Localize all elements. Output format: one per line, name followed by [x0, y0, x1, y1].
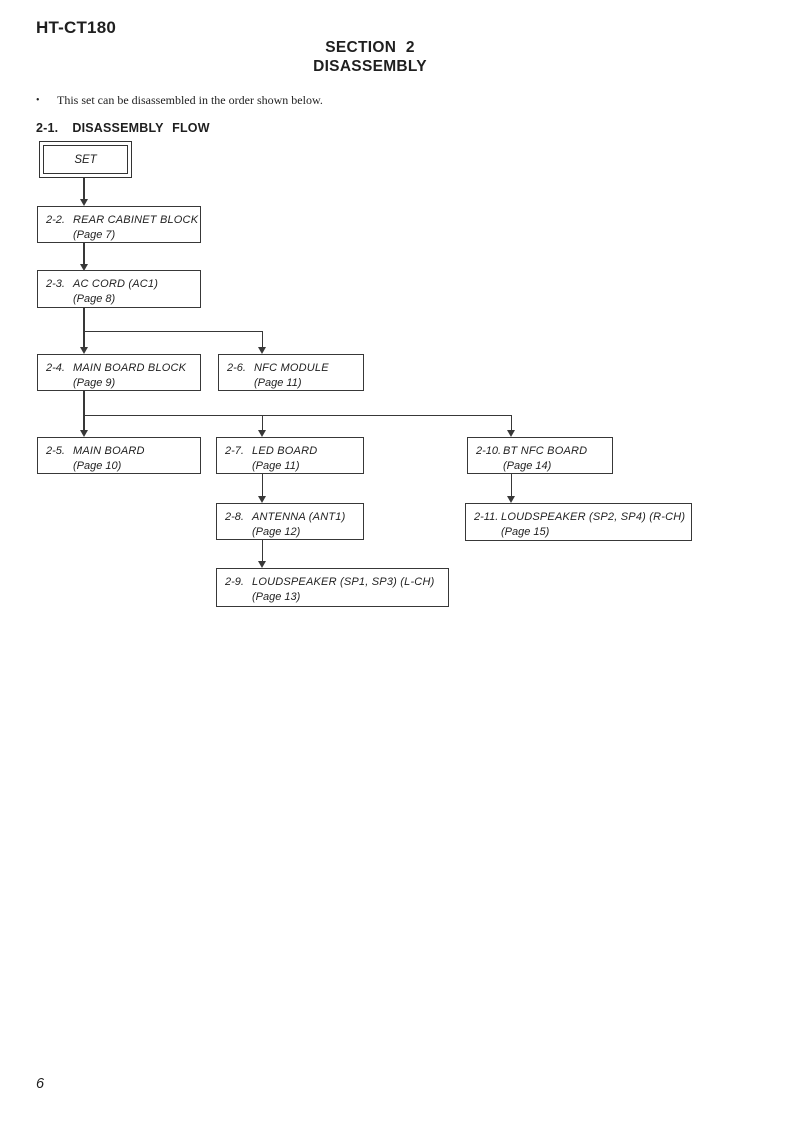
flow-box-title: LED BOARD: [252, 445, 318, 457]
connector-line: [83, 416, 85, 431]
connector-line: [83, 391, 85, 416]
flow-box-main-board-block: 2-4. MAIN BOARD BLOCK (Page 9): [37, 354, 201, 391]
intro-note: • This set can be disassembled in the ord…: [36, 93, 323, 108]
flow-box-page-ref: (Page 10): [73, 460, 122, 472]
connector-line: [83, 243, 85, 264]
flow-box-page-ref: (Page 7): [73, 229, 116, 241]
arrow-down-icon: [79, 430, 88, 437]
flow-box-page-ref: (Page 15): [501, 526, 550, 538]
flow-box-loudspeaker-r-ch: 2-11. LOUDSPEAKER (SP2, SP4) (R-CH) (Pag…: [465, 503, 692, 541]
arrow-down-icon: [79, 347, 88, 354]
page-number: 6: [36, 1076, 45, 1092]
flow-node-set-label: SET: [43, 145, 128, 174]
connector-line: [262, 416, 264, 431]
bullet-icon: •: [36, 95, 40, 106]
flow-heading: 2-1. DISASSEMBLY FLOW: [36, 121, 210, 135]
connector-line: [83, 330, 264, 332]
section-title: SECTION 2 DISASSEMBLY: [36, 38, 704, 76]
arrow-down-icon: [507, 430, 516, 437]
connector-line: [262, 540, 264, 562]
connector-line: [83, 414, 513, 416]
connector-line: [83, 332, 85, 348]
arrow-down-icon: [258, 430, 267, 437]
connector-line: [262, 332, 264, 348]
arrow-down-icon: [258, 496, 267, 503]
flow-box-title: ANTENNA (ANT1): [252, 511, 346, 523]
flow-heading-number: 2-1.: [36, 121, 59, 135]
section-title-line2: DISASSEMBLY: [313, 58, 427, 75]
flow-box-number: 2-9.: [225, 576, 244, 588]
flow-box-rear-cabinet-block: 2-2. REAR CABINET BLOCK (Page 7): [37, 206, 201, 243]
flow-box-number: 2-10.: [476, 445, 502, 457]
flow-box-title: LOUDSPEAKER (SP2, SP4) (R-CH): [501, 511, 686, 523]
flow-box-number: 2-2.: [46, 214, 65, 226]
arrow-down-icon: [258, 561, 267, 568]
model-name: HT-CT180: [36, 18, 117, 37]
connector-line: [262, 474, 264, 497]
flow-box-title: REAR CABINET BLOCK: [73, 214, 199, 226]
flow-box-number: 2-6.: [227, 362, 246, 374]
flow-box-title: AC CORD (AC1): [73, 278, 159, 290]
flow-box-number: 2-8.: [225, 511, 244, 523]
flow-box-led-board: 2-7. LED BOARD (Page 11): [216, 437, 364, 474]
flow-box-nfc-module: 2-6. NFC MODULE (Page 11): [218, 354, 364, 391]
flow-box-page-ref: (Page 14): [503, 460, 552, 472]
flow-box-page-ref: (Page 9): [73, 377, 116, 389]
flow-box-main-board: 2-5. MAIN BOARD (Page 10): [37, 437, 201, 474]
connector-line: [83, 178, 85, 199]
arrow-down-icon: [79, 264, 88, 271]
flow-box-page-ref: (Page 11): [254, 377, 302, 389]
arrow-down-icon: [507, 496, 516, 503]
flow-box-title: MAIN BOARD: [73, 445, 145, 457]
arrow-down-icon: [79, 199, 88, 206]
flow-box-page-ref: (Page 12): [252, 526, 301, 538]
arrow-down-icon: [258, 347, 267, 354]
connector-line: [83, 308, 85, 332]
connector-line: [511, 416, 513, 431]
flow-box-number: 2-7.: [225, 445, 244, 457]
flow-box-page-ref: (Page 13): [252, 591, 301, 603]
flow-box-number: 2-3.: [46, 278, 65, 290]
section-title-line1: SECTION 2: [325, 39, 415, 56]
flow-box-page-ref: (Page 11): [252, 460, 300, 472]
flow-box-ac-cord: 2-3. AC CORD (AC1) (Page 8): [37, 270, 201, 308]
flow-heading-label: DISASSEMBLY FLOW: [72, 121, 210, 135]
flow-box-number: 2-4.: [46, 362, 65, 374]
flow-box-loudspeaker-l-ch: 2-9. LOUDSPEAKER (SP1, SP3) (L-CH) (Page…: [216, 568, 449, 607]
flow-box-number: 2-5.: [46, 445, 65, 457]
flow-node-set: SET: [39, 141, 132, 178]
flow-box-number: 2-11.: [474, 511, 499, 523]
flow-box-title: NFC MODULE: [254, 362, 329, 374]
flow-box-title: LOUDSPEAKER (SP1, SP3) (L-CH): [252, 576, 435, 588]
flow-box-title: MAIN BOARD BLOCK: [73, 362, 187, 374]
flow-box-page-ref: (Page 8): [73, 293, 116, 305]
connector-line: [511, 474, 513, 497]
flow-box-bt-nfc-board: 2-10. BT NFC BOARD (Page 14): [467, 437, 613, 474]
flow-box-title: BT NFC BOARD: [503, 445, 588, 457]
flow-box-antenna: 2-8. ANTENNA (ANT1) (Page 12): [216, 503, 364, 540]
intro-note-text: This set can be disassembled in the orde…: [57, 93, 323, 107]
disassembly-flowchart: SET 2-2. REAR CABINET: [37, 141, 692, 607]
